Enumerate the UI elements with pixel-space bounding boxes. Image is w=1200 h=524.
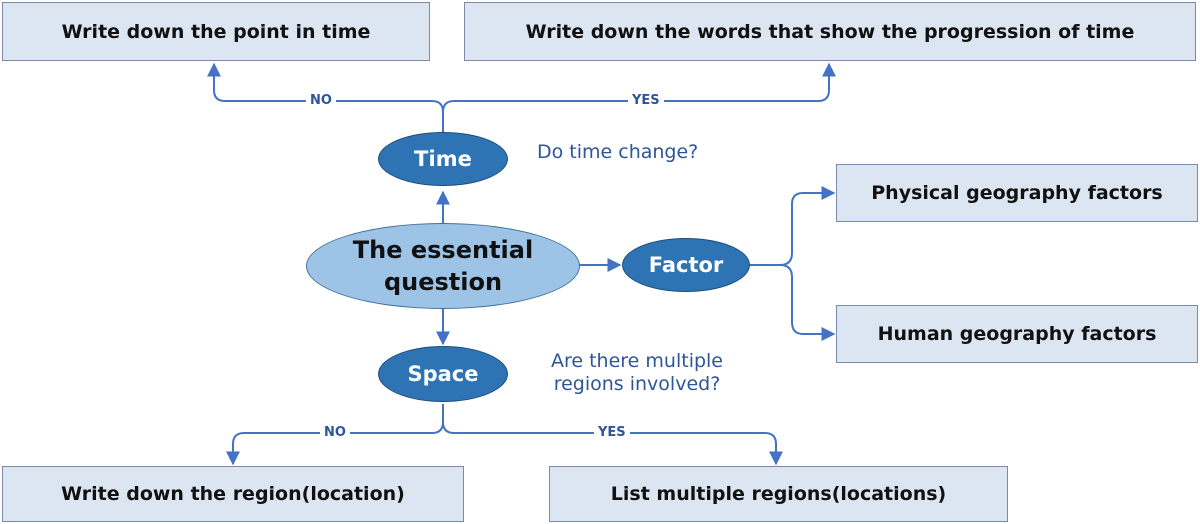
arrow-factor-physical — [749, 186, 836, 266]
box-region-location: Write down the region(location) — [2, 466, 464, 522]
box-region-location-label: Write down the region(location) — [61, 483, 405, 505]
box-multiple-regions: List multiple regions(locations) — [549, 466, 1008, 522]
node-time-label: Time — [414, 147, 472, 171]
box-point-in-time: Write down the point in time — [2, 2, 430, 61]
arrow-space-yes — [442, 421, 783, 466]
box-human-factors-label: Human geography factors — [877, 323, 1157, 345]
space-question: Are there multiple regions involved? — [550, 350, 723, 395]
time-yes-label: YES — [628, 93, 664, 108]
node-space: Space — [378, 346, 508, 402]
node-essential-question-label: The essential question — [352, 235, 534, 296]
box-physical-factors-label: Physical geography factors — [871, 182, 1163, 204]
box-progression-words: Write down the words that show the progr… — [464, 2, 1196, 61]
box-physical-factors: Physical geography factors — [836, 164, 1198, 222]
node-time: Time — [378, 132, 508, 186]
node-space-label: Space — [407, 362, 479, 386]
node-essential-question: The essential question — [306, 223, 580, 309]
space-no-label: NO — [320, 425, 350, 440]
time-question: Do time change? — [537, 141, 699, 163]
box-human-factors: Human geography factors — [836, 305, 1198, 363]
space-yes-label: YES — [594, 425, 630, 440]
node-factor: Factor — [622, 238, 750, 292]
arrow-time-yes — [442, 62, 836, 113]
box-progression-words-label: Write down the words that show the progr… — [525, 20, 1135, 43]
box-multiple-regions-label: List multiple regions(locations) — [610, 483, 947, 505]
box-point-in-time-label: Write down the point in time — [61, 20, 371, 43]
arrow-factor-human — [779, 264, 836, 341]
time-no-label: NO — [306, 93, 336, 108]
node-factor-label: Factor — [648, 253, 724, 277]
